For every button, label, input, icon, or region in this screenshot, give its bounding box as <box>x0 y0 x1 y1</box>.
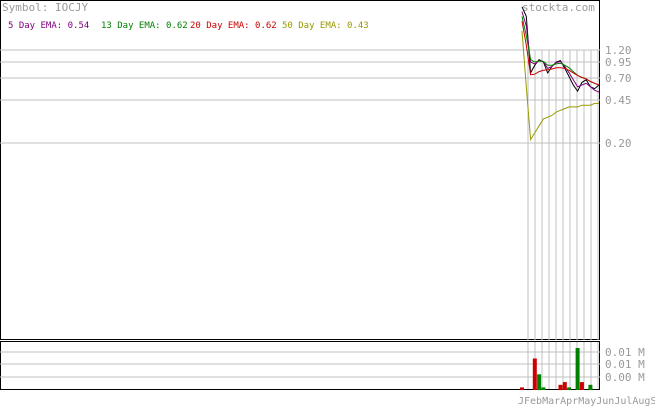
price-vertical-grid <box>527 50 599 390</box>
legend-ema20: 20 Day EMA: 0.62 <box>190 21 277 31</box>
series-line-price <box>521 6 600 93</box>
watermark: stockta.com <box>522 1 595 14</box>
volume-bar <box>588 384 593 391</box>
price-tick-label: 1.20 <box>605 44 632 57</box>
volume-bars <box>520 348 593 391</box>
x-axis-labels: JFebMarAprMayJunJulAugSepOctNovDec2025 <box>518 396 655 406</box>
price-tick-label: 0.95 <box>605 56 632 69</box>
series-line-20-day-ema <box>521 21 600 86</box>
price-tick-label: 0.45 <box>605 94 632 107</box>
volume-bar <box>532 358 537 390</box>
series-line-50-day-ema <box>521 30 599 142</box>
series-line-5-day-ema <box>521 11 600 93</box>
legend-ema5: 5 Day EMA: 0.54 <box>8 21 89 31</box>
volume-axis-ticks: 0.01 M0.01 M0.00 M <box>605 346 645 384</box>
price-tick-label: 0.70 <box>605 72 632 85</box>
volume-bar <box>562 382 567 390</box>
price-axis-ticks: 1.200.95 0.70 0.45 0.20 <box>605 44 632 150</box>
legend: 5 Day EMA: 0.54 13 Day EMA: 0.62 20 Day … <box>8 21 369 31</box>
legend-ema13: 13 Day EMA: 0.62 <box>101 21 188 31</box>
volume-bar <box>558 384 563 391</box>
volume-panel-frame <box>0 341 600 390</box>
volume-bar <box>575 348 580 390</box>
volume-tick-label: 0.00 M <box>605 371 645 384</box>
symbol-title: Symbol: IOCJY <box>2 1 88 14</box>
volume-bar <box>567 387 572 390</box>
price-grid <box>0 49 600 144</box>
volume-tick-label: 0.01 M <box>605 358 645 371</box>
price-tick-label: 0.20 <box>605 137 632 150</box>
price-panel-frame <box>0 0 600 340</box>
volume-bar <box>520 387 524 390</box>
volume-bar <box>537 374 542 391</box>
price-series <box>521 6 600 142</box>
legend-ema50: 50 Day EMA: 0.43 <box>282 21 369 31</box>
volume-bar <box>541 387 546 390</box>
volume-tick-label: 0.01 M <box>605 346 645 359</box>
volume-bar <box>579 382 584 390</box>
volume-grid <box>0 351 600 378</box>
